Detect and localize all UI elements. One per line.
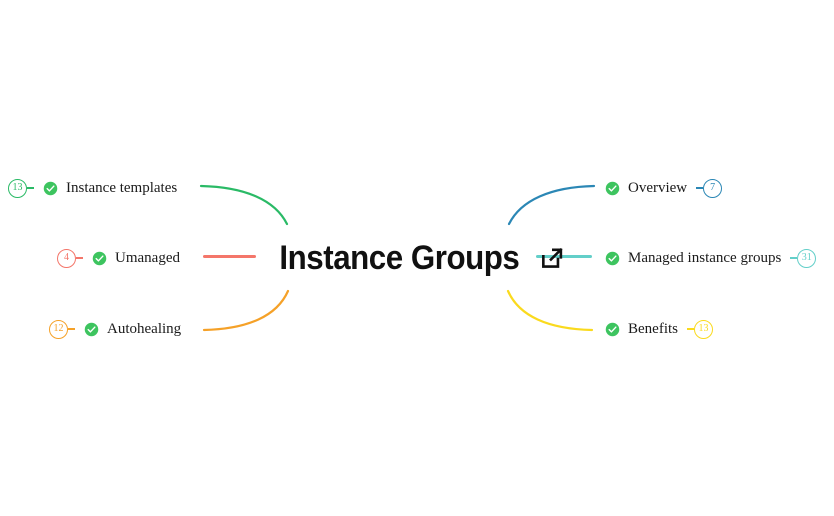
count-badge-managed-instance-groups: 31 <box>790 248 817 268</box>
branch-label: Overview <box>628 179 688 196</box>
branch-node-umanaged[interactable]: 4 Umanaged <box>57 246 180 270</box>
badge-stub <box>68 328 75 330</box>
badge-count: 31 <box>801 252 812 263</box>
count-badge-overview: 7 <box>696 178 723 198</box>
badge-stub <box>696 187 704 189</box>
count-badge-autohealing: 12 <box>49 319 75 339</box>
branch-label: Benefits <box>628 320 678 337</box>
check-circle-icon <box>605 251 620 265</box>
center-topic[interactable]: Instance Groups <box>0 232 834 284</box>
badge-count: 12 <box>53 323 64 334</box>
badge-stub <box>27 187 34 189</box>
badge-count: 13 <box>698 323 709 334</box>
branch-node-overview[interactable]: Overview 7 <box>605 176 723 200</box>
badge-stub <box>687 328 694 330</box>
badge-count: 4 <box>64 252 69 263</box>
badge-circle: 4 <box>57 248 76 268</box>
page-title: Instance Groups <box>279 238 519 277</box>
check-circle-icon <box>43 181 58 195</box>
count-badge-benefits: 13 <box>687 319 713 339</box>
check-circle-icon <box>92 251 107 265</box>
connector-autohealing <box>202 289 290 332</box>
check-circle-icon <box>84 322 99 336</box>
branch-label: Autohealing <box>107 320 182 337</box>
check-circle-icon <box>605 181 620 195</box>
badge-circle: 12 <box>49 319 68 339</box>
check-circle-icon <box>605 322 620 336</box>
branch-label: Instance templates <box>66 179 178 196</box>
branch-node-instance-templates[interactable]: 13 Instance templates <box>8 176 177 200</box>
badge-circle: 31 <box>797 248 817 268</box>
badge-count: 13 <box>12 182 23 193</box>
connector-instance-templates <box>199 184 289 226</box>
connector-benefits <box>506 289 594 332</box>
badge-circle: 13 <box>694 319 713 339</box>
badge-count: 7 <box>710 182 716 193</box>
connector-managed-instance-groups <box>536 255 592 258</box>
badge-stub <box>76 257 83 259</box>
connector-overview <box>507 184 596 226</box>
badge-stub <box>790 257 798 259</box>
branch-node-benefits[interactable]: Benefits 13 <box>605 317 713 341</box>
connector-umanaged <box>203 255 256 258</box>
branch-node-managed-instance-groups[interactable]: Managed instance groups 31 <box>605 246 817 270</box>
count-badge-umanaged: 4 <box>57 248 83 268</box>
branch-label: Umanaged <box>115 249 180 266</box>
branch-label: Managed instance groups <box>628 249 782 266</box>
badge-circle: 7 <box>703 178 723 198</box>
external-link-icon[interactable] <box>539 246 565 272</box>
badge-circle: 13 <box>8 178 27 198</box>
count-badge-instance-templates: 13 <box>8 178 34 198</box>
branch-node-autohealing[interactable]: 12 Autohealing <box>49 317 181 341</box>
